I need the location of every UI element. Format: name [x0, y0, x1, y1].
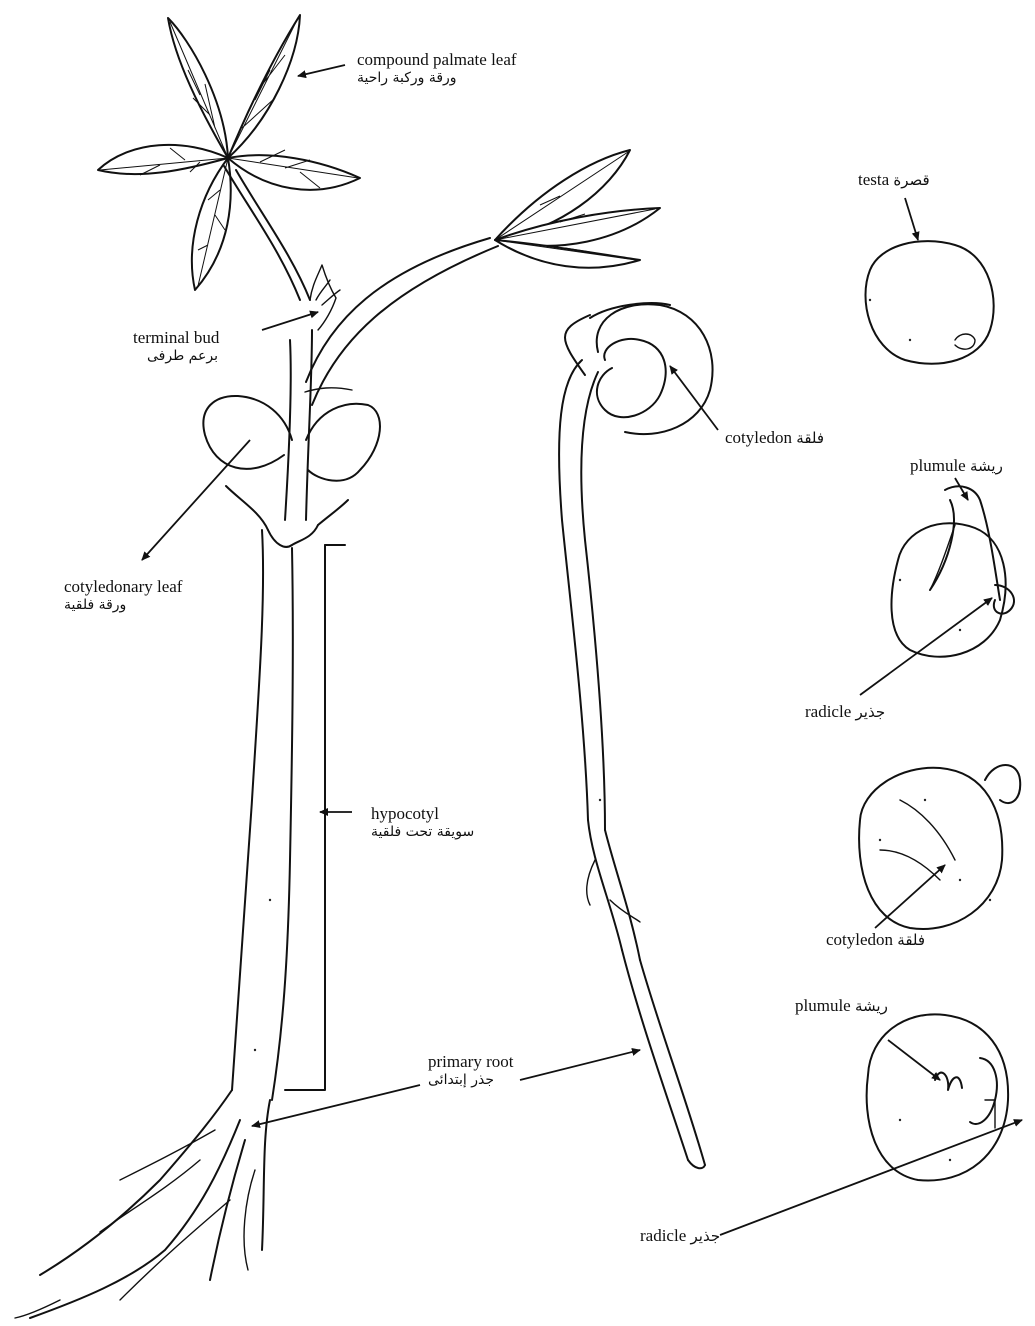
mature-seedling-drawing	[15, 15, 660, 1318]
seed-plumule-radicle-drawing	[891, 486, 1014, 656]
label-terminal-bud: terminal bud برعم طرفى	[133, 328, 219, 365]
label-plumule-2: plumule ريشة	[795, 996, 888, 1015]
label-en: radicle	[640, 1226, 686, 1245]
label-en: terminal bud	[133, 328, 219, 347]
label-radicle-1: radicle جذير	[805, 702, 885, 721]
palmate-leaf-drawing	[98, 15, 360, 300]
label-ar: ورقة فلقية	[64, 596, 182, 614]
label-ar: جذر إبتدائى	[428, 1071, 513, 1089]
label-hypocotyl: hypocotyl سويقة تحت فلقية	[371, 804, 474, 841]
label-en: radicle	[805, 702, 851, 721]
label-ar: فلقة	[796, 429, 824, 447]
label-ar: جذير	[691, 1227, 721, 1245]
label-cotyledon-seedling: cotyledon فلقة	[725, 428, 824, 447]
label-ar: ورقة وركبة راحية	[357, 69, 517, 87]
label-en: cotyledon	[826, 930, 893, 949]
label-ar: ريشة	[855, 997, 888, 1015]
label-cotyledon-seed: cotyledon فلقة	[826, 930, 925, 949]
label-en: primary root	[428, 1052, 513, 1071]
label-compound-palmate-leaf: compound palmate leaf ورقة وركبة راحية	[357, 50, 517, 87]
terminal-bud-drawing	[310, 265, 340, 330]
label-en: plumule	[910, 456, 966, 475]
label-en: compound palmate leaf	[357, 50, 517, 69]
label-ar: قصرة	[893, 171, 929, 189]
label-en: plumule	[795, 996, 851, 1015]
germinating-seedling-drawing	[559, 303, 712, 1168]
stipple-dots	[254, 299, 991, 1161]
label-en: testa	[858, 170, 889, 189]
label-ar: فلقة	[897, 931, 925, 949]
label-en: hypocotyl	[371, 804, 474, 823]
label-ar: برعم طرفى	[133, 347, 219, 365]
label-testa: testa قصرة	[858, 170, 930, 189]
label-ar: جذير	[856, 703, 886, 721]
label-ar: ريشة	[970, 457, 1003, 475]
label-ar: سويقة تحت فلقية	[371, 823, 474, 841]
label-primary-root: primary root جذر إبتدائى	[428, 1052, 513, 1089]
roots-drawing	[15, 1090, 270, 1318]
label-plumule-1: plumule ريشة	[910, 456, 1003, 475]
cotyledonary-leaf-drawing	[203, 396, 380, 547]
label-radicle-2: radicle جذير	[640, 1226, 720, 1245]
seed-cotyledon-drawing	[859, 765, 1020, 929]
label-en: cotyledonary leaf	[64, 577, 182, 596]
label-cotyledonary-leaf: cotyledonary leaf ورقة فلقية	[64, 577, 182, 614]
young-leaf-drawing	[495, 150, 660, 268]
hypocotyl-drawing	[232, 530, 345, 1100]
seed-embryo-drawing	[867, 1014, 1008, 1180]
seed-testa-drawing	[865, 241, 993, 364]
label-en: cotyledon	[725, 428, 792, 447]
